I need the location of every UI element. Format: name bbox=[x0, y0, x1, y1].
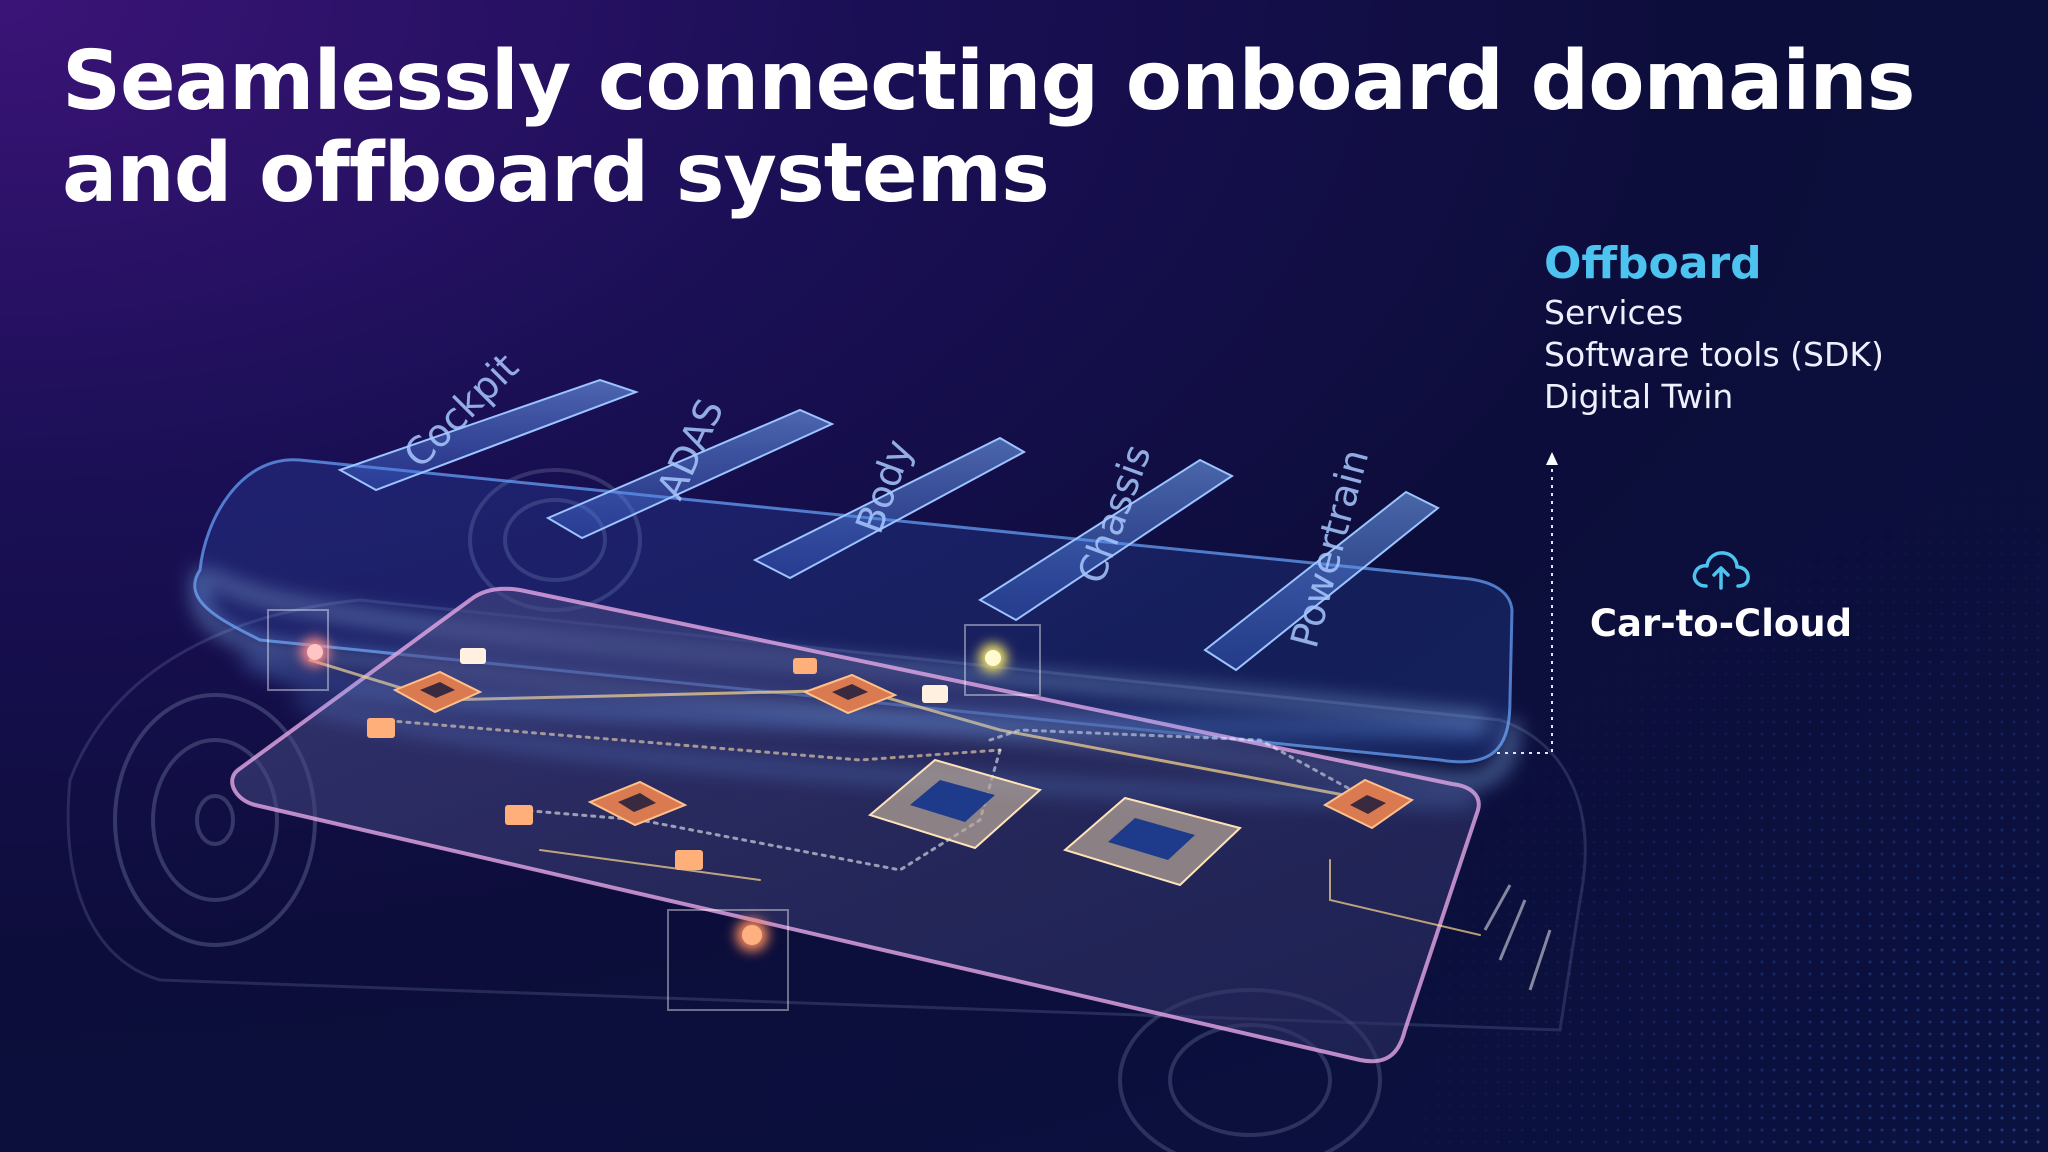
car-to-cloud: Car-to-Cloud bbox=[1588, 548, 1854, 645]
offboard-item-sdk: Software tools (SDK) bbox=[1544, 335, 1884, 374]
chip-4-main-soc bbox=[867, 758, 1043, 850]
car-outline bbox=[66, 598, 1587, 1032]
board-traces bbox=[243, 653, 1487, 936]
connector-right bbox=[1483, 884, 1552, 991]
page-title: Seamlessly connecting onboard domains an… bbox=[62, 36, 1962, 220]
offboard-panel: Offboard Services Software tools (SDK) D… bbox=[1544, 236, 1884, 418]
connector-bottom bbox=[667, 909, 789, 1011]
chip-1 bbox=[392, 670, 483, 714]
chip-2 bbox=[802, 673, 898, 715]
title-line-2: and offboard systems bbox=[62, 126, 1050, 221]
connector-left bbox=[267, 609, 329, 691]
wheel-front-left bbox=[113, 693, 317, 947]
offboard-item-digital-twin: Digital Twin bbox=[1544, 377, 1734, 416]
offboard-item-services: Services bbox=[1544, 293, 1684, 332]
domain-block-cockpit: Cockpit bbox=[337, 345, 639, 492]
title-line-1: Seamlessly connecting onboard domains bbox=[62, 34, 1916, 129]
car-to-cloud-label: Car-to-Cloud bbox=[1589, 602, 1853, 645]
offboard-heading: Offboard bbox=[1544, 238, 1762, 289]
chip-6 bbox=[1322, 778, 1415, 830]
cloud-upload-icon bbox=[1692, 551, 1750, 590]
offboard-connection-line bbox=[1497, 452, 1558, 754]
chip-3 bbox=[587, 780, 688, 827]
board-pads bbox=[367, 648, 948, 870]
connector-center bbox=[964, 624, 1041, 696]
chip-5-main-soc bbox=[1062, 796, 1242, 887]
